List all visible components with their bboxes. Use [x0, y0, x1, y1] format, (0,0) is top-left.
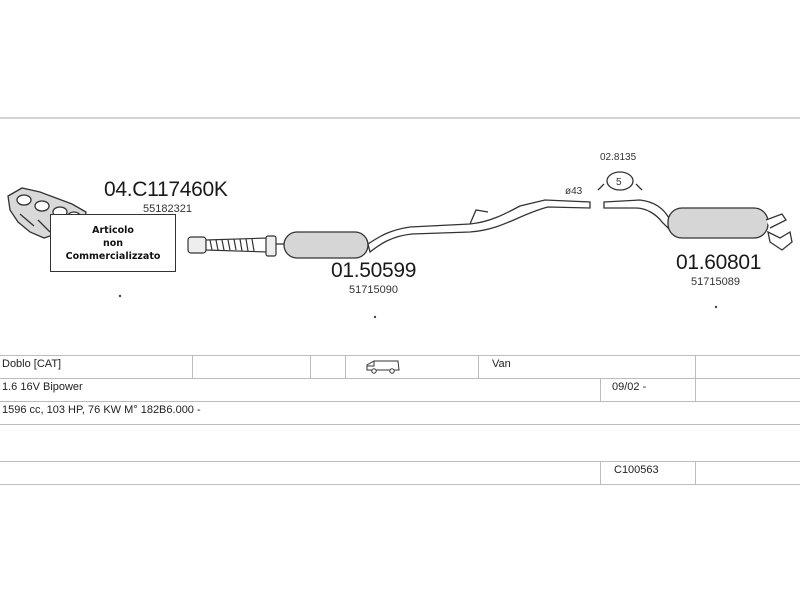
- notice-line-3: Commercializzato: [65, 250, 161, 262]
- top-divider: [0, 117, 800, 119]
- part-code-rear-silencer[interactable]: 01.60801: [676, 251, 762, 274]
- body-type-cell: Van: [492, 358, 511, 370]
- rear-silencer: [603, 199, 793, 251]
- table-row-empty: [0, 424, 800, 447]
- table-row-model: Doblo [CAT] Van: [0, 355, 800, 378]
- part-code-front-silencer[interactable]: 01.50599: [331, 259, 417, 282]
- notice-line-2: non: [102, 237, 124, 249]
- table-row-engine: 1.6 16V Bipower 09/02 -: [0, 378, 800, 401]
- oem-code-rear-silencer: 51715089: [691, 276, 740, 288]
- part-code-catalyst[interactable]: 04.C117460K: [104, 178, 228, 201]
- spec-cell: 1596 cc, 103 HP, 76 KW M° 182B6.000 -: [2, 404, 201, 416]
- oem-code-front-silencer: 51715090: [349, 284, 398, 296]
- clamp-code[interactable]: 02.8135: [600, 152, 637, 163]
- engine-cell: 1.6 16V Bipower: [2, 381, 83, 393]
- van-icon: [366, 360, 400, 379]
- clamp-number: 5: [616, 177, 622, 188]
- table-bottom: [0, 484, 800, 486]
- table-row-reference: C100563: [0, 461, 800, 484]
- notice-line-1: Articolo: [92, 224, 134, 236]
- date-cell: 09/02 -: [612, 381, 647, 393]
- table-row-spec: 1596 cc, 103 HP, 76 KW M° 182B6.000 -: [0, 401, 800, 424]
- pipe-diameter-label: ø43: [565, 186, 583, 197]
- clamp-icon: 5: [597, 171, 643, 191]
- reference-cell: C100563: [614, 464, 659, 476]
- front-silencer: [276, 199, 591, 259]
- model-cell: Doblo [CAT]: [2, 358, 62, 370]
- flex-pipe: [187, 235, 277, 257]
- oem-code-catalyst: 55182321: [143, 203, 192, 215]
- not-commercialized-notice: Articolo non Commercializzato: [50, 214, 176, 272]
